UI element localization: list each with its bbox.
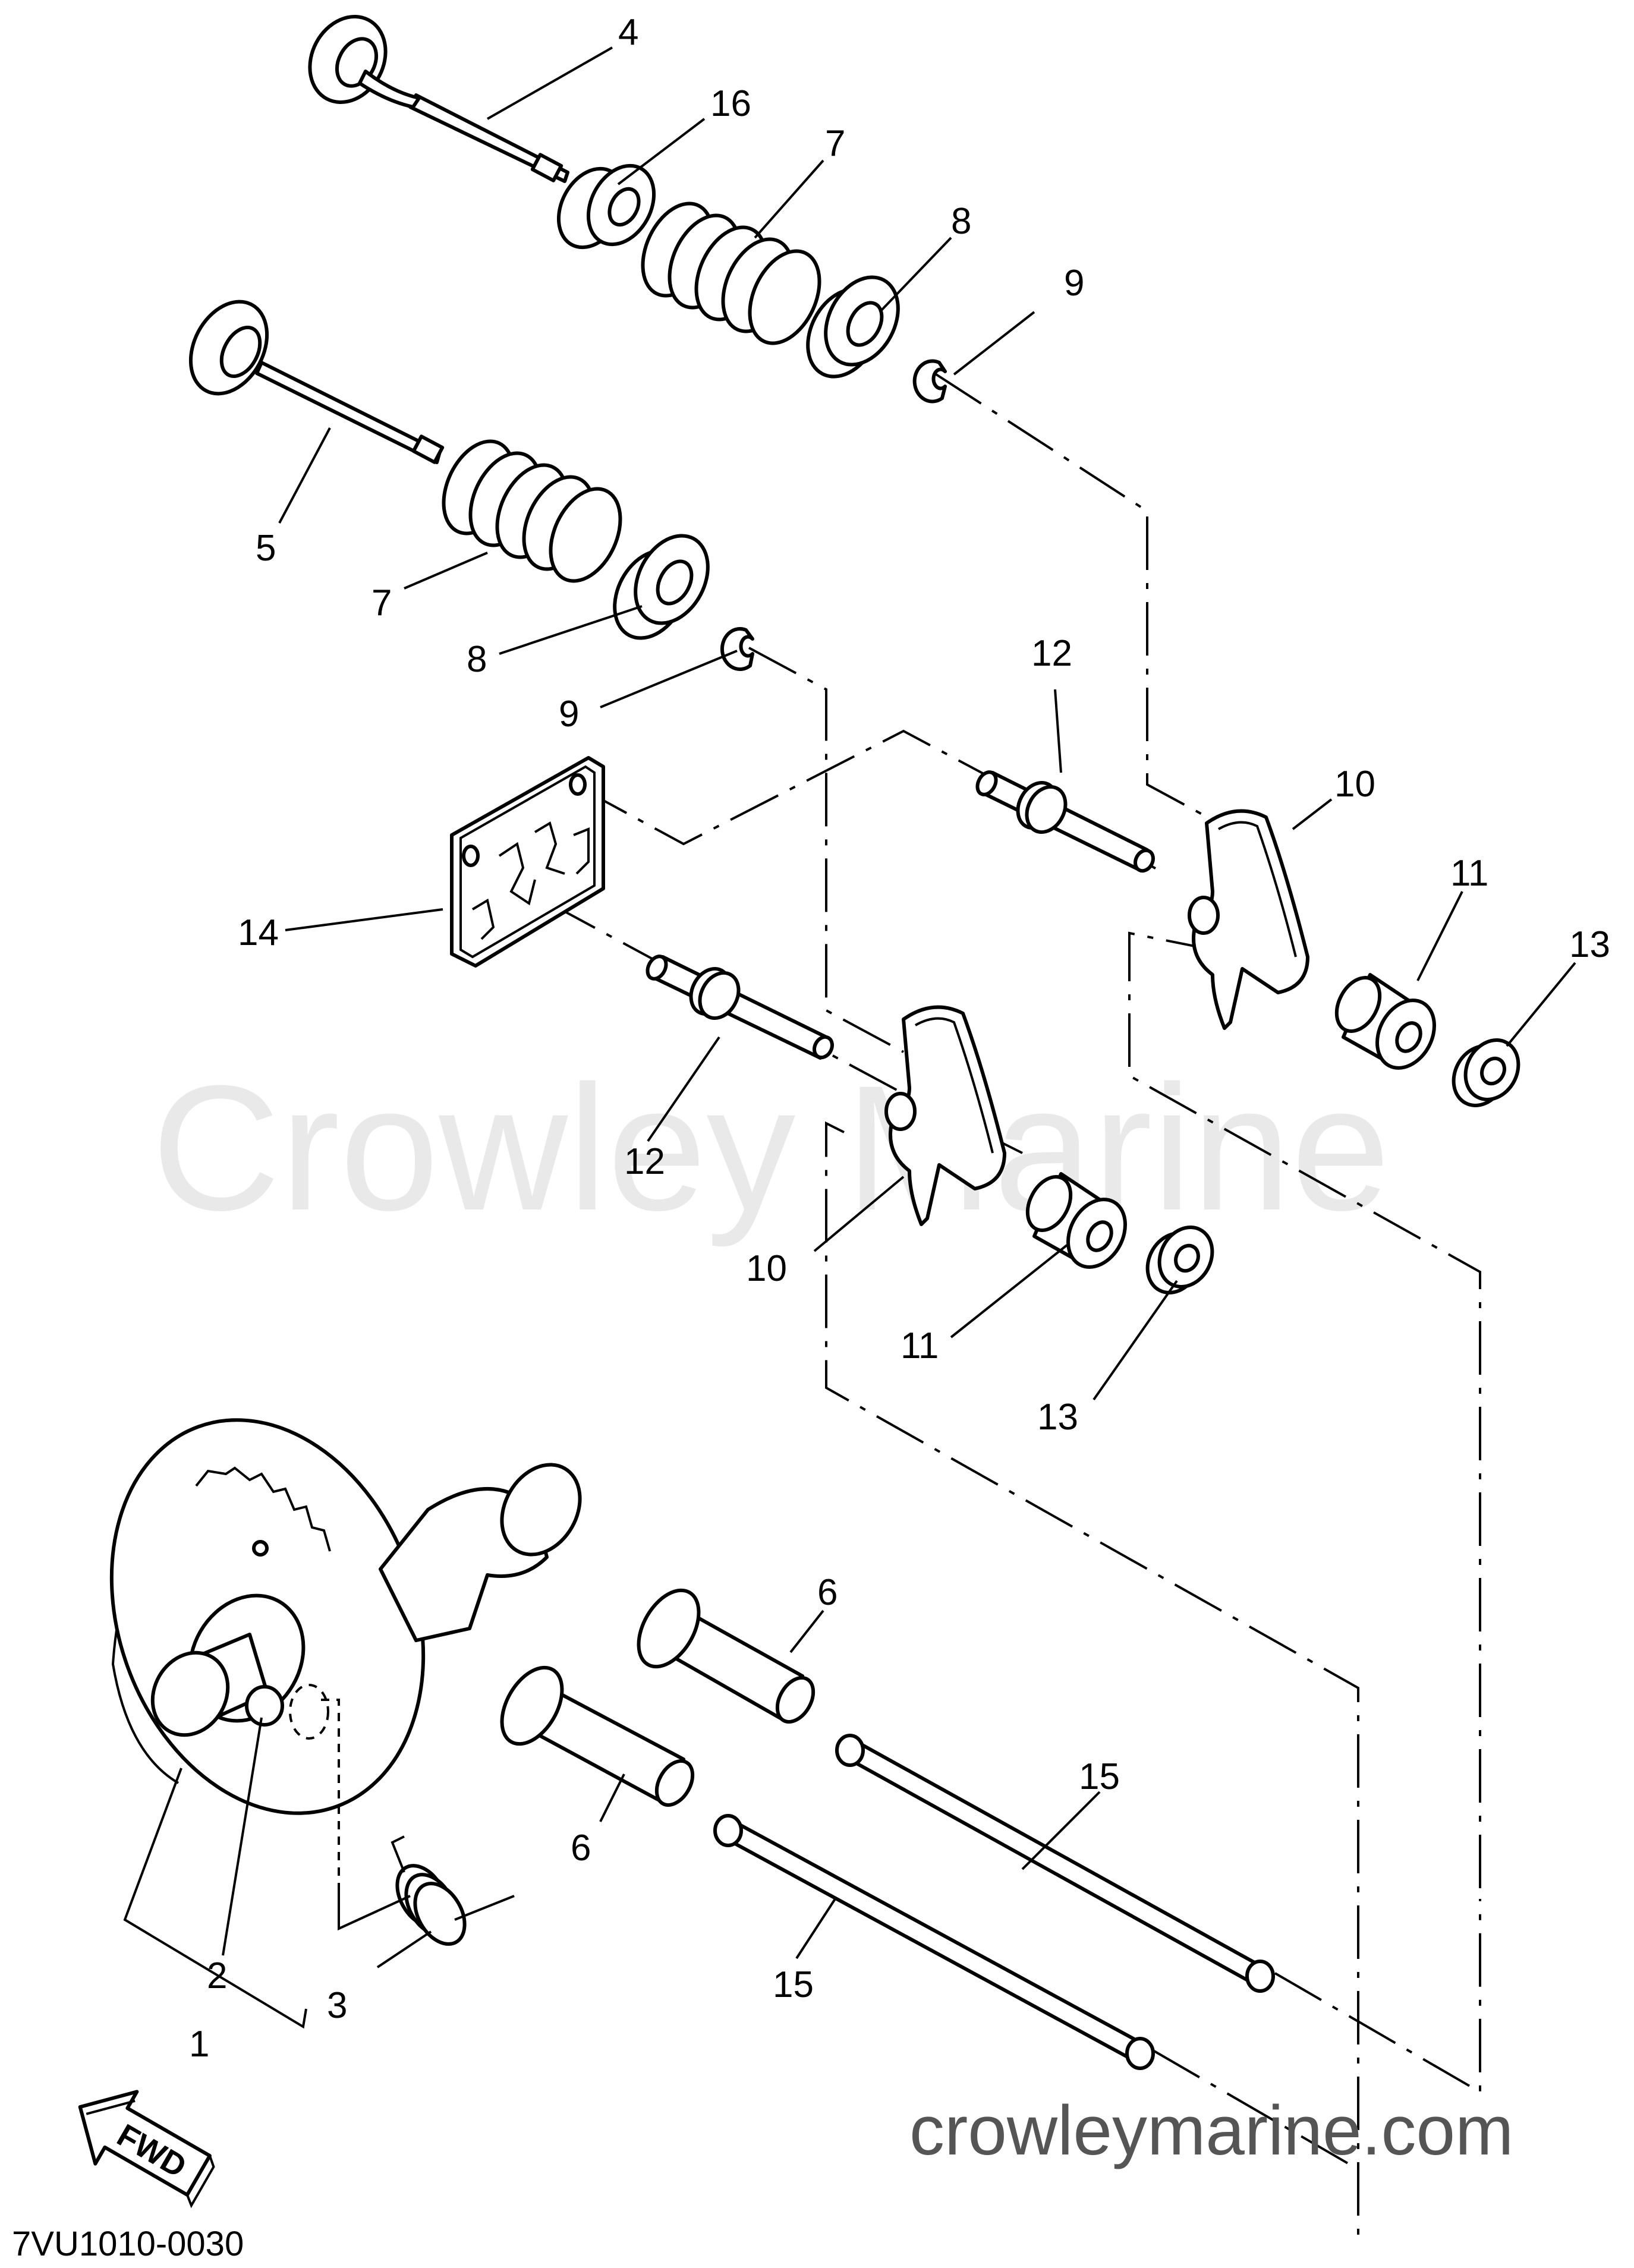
callout-4: 4	[618, 12, 638, 53]
diagram-code: 7VU1010-0030	[12, 2225, 244, 2263]
valve-collet-part-9-upper	[912, 359, 947, 404]
callout-15-upper: 15	[1079, 1756, 1120, 1797]
push-rod-part-15-upper	[835, 1734, 1275, 1993]
callout-12-upper: 12	[1031, 633, 1072, 674]
nut-part-13-lower	[1145, 1226, 1214, 1294]
rocker-pivot-part-11-lower	[1025, 1172, 1127, 1269]
callout-6-upper: 6	[817, 1572, 838, 1613]
callout-8-upper: 8	[951, 201, 971, 242]
callout-2: 2	[207, 1955, 227, 1996]
spring-retainer-part-8-upper	[806, 275, 900, 379]
tappet-part-6-upper	[637, 1588, 816, 1724]
callout-10-upper: 10	[1334, 764, 1375, 805]
rocker-arm-part-10-upper	[1188, 809, 1309, 1030]
valve-collet-part-9-lower	[720, 627, 754, 672]
callout-16: 16	[710, 83, 751, 124]
site-url: crowleymarine.com	[909, 2091, 1513, 2170]
callout-13-upper: 13	[1569, 924, 1610, 965]
rocker-plate-part-14	[450, 756, 605, 968]
valve-spring-part-7-lower	[442, 439, 622, 583]
callout-9-lower: 9	[559, 694, 579, 735]
nut-part-13-upper	[1452, 1038, 1520, 1107]
callout-6-lower: 6	[571, 1828, 591, 1869]
watermark: Crowley Marine	[152, 1048, 1390, 1249]
callout-8-lower: 8	[467, 639, 487, 680]
valve-spring-part-7-upper	[641, 201, 821, 345]
callout-10-lower: 10	[746, 1248, 787, 1289]
camshaft-group-bracket	[123, 1699, 411, 2029]
callout-14: 14	[238, 912, 279, 953]
callout-1: 1	[189, 2024, 209, 2065]
push-rod-part-15-lower	[713, 1814, 1155, 2070]
rocker-pivot-part-11-upper	[1334, 973, 1436, 1070]
callout-11-lower: 11	[901, 1325, 939, 1366]
tappet-part-6-lower	[500, 1665, 695, 1807]
spring-retainer-part-8-lower	[613, 534, 710, 640]
rocker-stud-part-12-upper	[975, 770, 1155, 873]
callout-labels: 4 16 7 8 9 5 7 8 9 12 10 11 13 14 12 10 …	[189, 12, 1610, 2065]
callout-15-lower: 15	[773, 1964, 814, 2005]
camshaft-part-1	[109, 1418, 582, 1815]
callout-7-upper: 7	[825, 123, 845, 164]
rocker-arm-part-10-lower	[884, 1005, 1006, 1226]
callout-9-upper: 9	[1064, 263, 1084, 304]
torsion-spring-part-3	[391, 1835, 515, 1946]
rocker-stud-part-12-lower	[646, 955, 834, 1060]
callout-12-lower: 12	[624, 1141, 665, 1182]
valve-part-5	[188, 300, 445, 464]
callout-13-lower: 13	[1037, 1397, 1078, 1438]
callout-5: 5	[256, 528, 276, 569]
leader-lines	[222, 46, 1576, 1968]
callout-7-lower: 7	[371, 582, 392, 623]
forward-direction-arrow: FWD	[78, 2090, 215, 2209]
callout-11-upper: 11	[1450, 853, 1488, 894]
valve-part-4	[308, 15, 569, 183]
callout-3: 3	[327, 1985, 347, 2026]
valve-seal-part-16	[556, 163, 656, 250]
